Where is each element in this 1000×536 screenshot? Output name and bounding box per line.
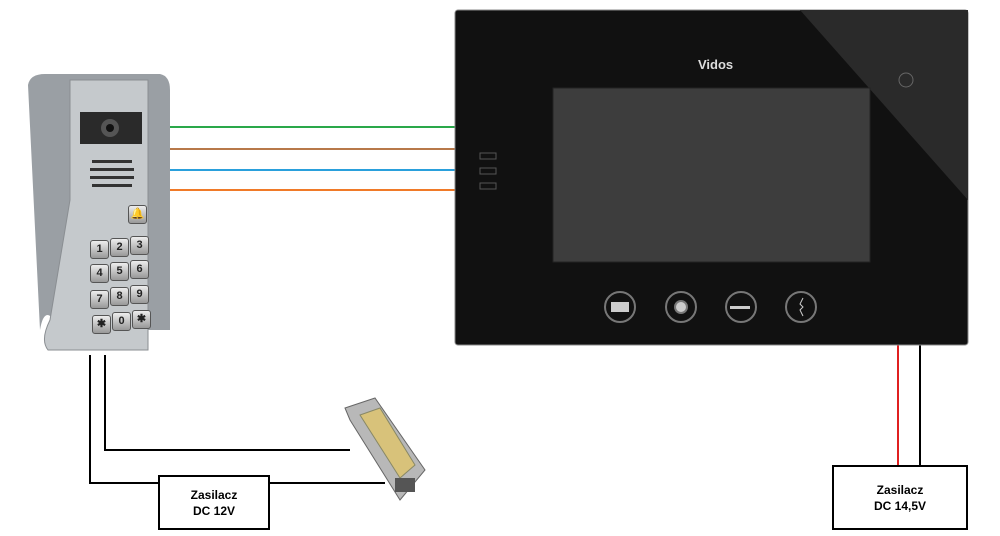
key-0[interactable]: 0 (112, 312, 131, 331)
bell-button[interactable]: 🔔 (128, 205, 147, 224)
power-supply-14-5v: Zasilacz DC 14,5V (832, 465, 968, 530)
lock-wires (89, 355, 385, 484)
monitor-buttons (604, 291, 817, 323)
record-icon[interactable] (665, 291, 697, 323)
key-5[interactable]: 5 (110, 262, 129, 281)
monitor (454, 9, 969, 346)
power-supply-12v: Zasilacz DC 12V (158, 475, 270, 530)
monitor-screen (552, 87, 871, 263)
talk-icon[interactable] (785, 291, 817, 323)
psu-label: Zasilacz (876, 482, 924, 497)
electric-strike-lock (344, 397, 426, 501)
monitor-icon[interactable] (604, 291, 636, 323)
key-2[interactable]: 2 (110, 238, 129, 257)
key-3[interactable]: 3 (130, 236, 149, 255)
signal-wires (170, 126, 458, 191)
brand-logo: Vidos (698, 57, 734, 72)
key-1[interactable]: 1 (90, 240, 109, 259)
psu-voltage: DC 12V (192, 503, 236, 518)
key-4[interactable]: 4 (90, 264, 109, 283)
key-7[interactable]: 7 (90, 290, 109, 309)
key-hash[interactable]: ✱ (132, 310, 151, 329)
key-8[interactable]: 8 (110, 287, 129, 306)
key-star[interactable]: ✱ (92, 315, 111, 334)
psu-voltage: DC 14,5V (873, 498, 927, 513)
psu-label: Zasilacz (190, 487, 238, 502)
key-icon[interactable] (725, 291, 757, 323)
key-6[interactable]: 6 (130, 260, 149, 279)
key-9[interactable]: 9 (130, 285, 149, 304)
door-station (28, 74, 170, 351)
